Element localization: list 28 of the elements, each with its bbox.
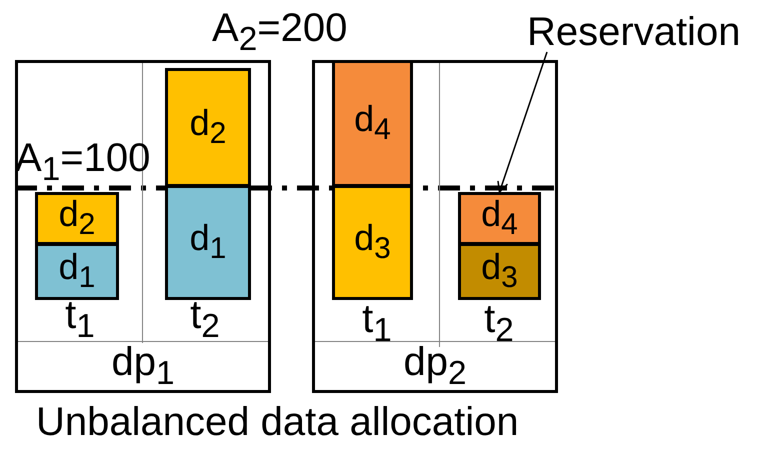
block-label: d$_{3}$	[354, 220, 391, 265]
block-label: d$_{4}$	[354, 101, 391, 146]
block-label: d$_{3}$	[481, 249, 518, 294]
column-label: t$_{2}$	[190, 294, 220, 343]
data-block	[165, 185, 251, 300]
block-label: d$_{2}$	[58, 196, 96, 241]
data-block	[332, 185, 413, 300]
value-label: A$_{1}$=100	[15, 138, 150, 186]
column-label: t$_{2}$	[484, 298, 514, 347]
data-block	[35, 243, 119, 300]
data-block	[332, 60, 413, 187]
value-label: A$_{2}$=200	[212, 8, 348, 56]
partition-label: dp$_{1}$	[111, 342, 175, 390]
data-block	[165, 68, 251, 187]
callout-text: Reservation	[527, 12, 740, 52]
partition-label: dp$_{2}$	[403, 342, 467, 390]
partition-frame	[312, 60, 558, 393]
caption: Unbalanced data allocation	[36, 402, 519, 442]
block-label: d$_{2}$	[190, 105, 226, 150]
data-block	[35, 192, 119, 245]
block-label: d$_{4}$	[481, 196, 518, 241]
block-label: d$_{1}$	[190, 220, 226, 265]
data-block	[458, 243, 541, 300]
block-label: d$_{1}$	[58, 249, 96, 294]
column-label: t$_{1}$	[65, 294, 95, 343]
partition-frame	[15, 60, 271, 393]
column-label: t$_{1}$	[362, 298, 392, 347]
data-block	[458, 192, 541, 245]
